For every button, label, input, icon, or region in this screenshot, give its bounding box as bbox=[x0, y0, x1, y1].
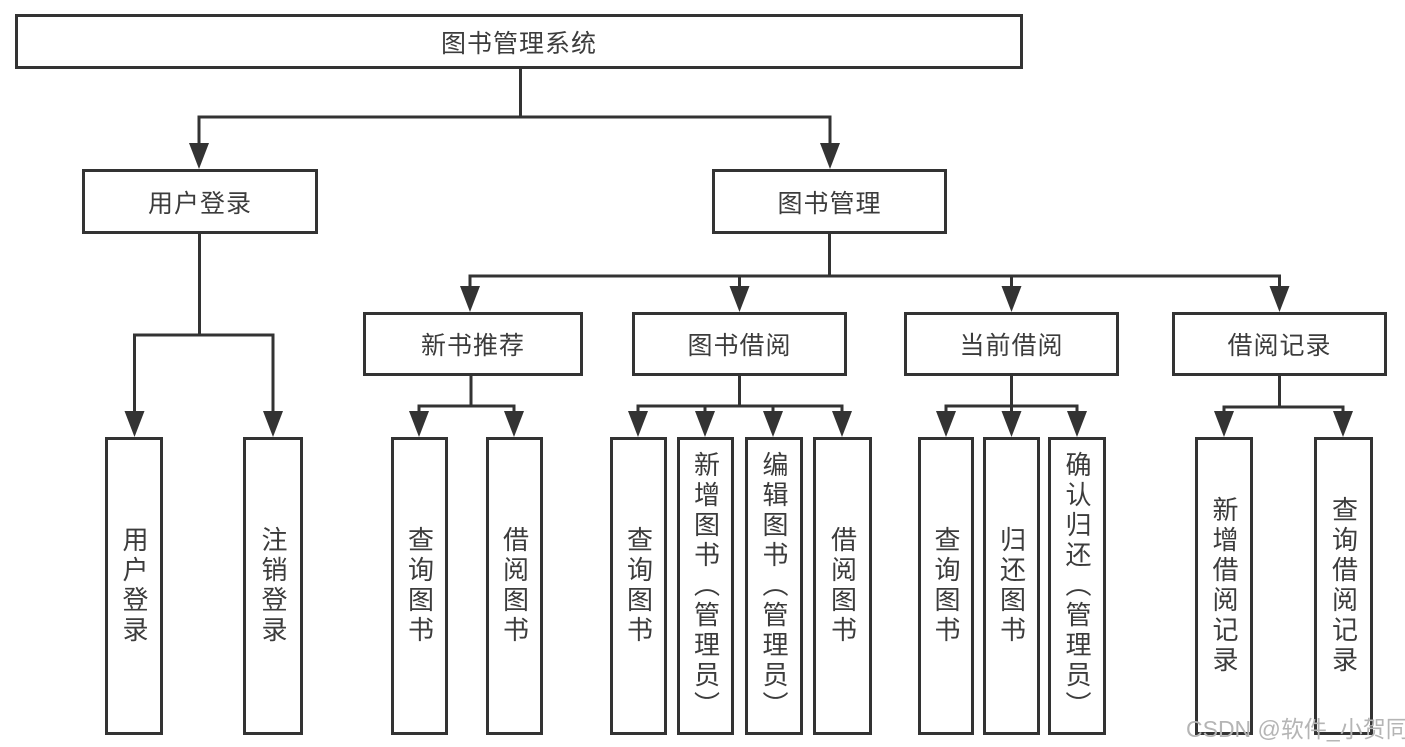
node-current-borrowing-label: 当前借阅 bbox=[959, 332, 1064, 360]
node-query-books-borrowing-label: 查询图书 bbox=[623, 526, 654, 646]
csdn-watermark: CSDN @软件_小贺同学 bbox=[1186, 716, 1405, 742]
node-add-book-admin: 新增图书（管理员） bbox=[677, 437, 734, 735]
node-edit-book-admin-label: 编辑图书（管理员） bbox=[759, 451, 789, 721]
node-book-management-label: 图书管理 bbox=[777, 189, 882, 218]
node-book-borrowing-label: 图书借阅 bbox=[687, 332, 792, 360]
node-borrow-books-borrowing: 借阅图书 bbox=[813, 437, 872, 735]
node-query-books-current-label: 查询图书 bbox=[931, 526, 961, 646]
node-new-book-recommendation: 新书推荐 bbox=[363, 312, 583, 376]
node-query-borrow-record: 查询借阅记录 bbox=[1314, 437, 1373, 735]
node-user-login-action-label: 用户登录 bbox=[119, 526, 149, 646]
node-query-books-recommend: 查询图书 bbox=[391, 437, 448, 735]
node-borrow-books-recommend-label: 借阅图书 bbox=[499, 526, 530, 646]
node-confirm-return-admin-label: 确认归还（管理员） bbox=[1062, 451, 1092, 721]
node-new-book-recommendation-label: 新书推荐 bbox=[420, 332, 525, 360]
node-return-books: 归还图书 bbox=[983, 437, 1040, 735]
node-borrow-books-borrowing-label: 借阅图书 bbox=[827, 526, 858, 646]
node-user-login: 用户登录 bbox=[82, 169, 318, 234]
node-borrow-books-recommend: 借阅图书 bbox=[486, 437, 543, 735]
node-logout-action-label: 注销登录 bbox=[258, 526, 288, 646]
node-return-books-label: 归还图书 bbox=[996, 526, 1027, 646]
node-add-borrow-record-label: 新增借阅记录 bbox=[1209, 496, 1239, 676]
node-current-borrowing: 当前借阅 bbox=[904, 312, 1119, 376]
node-borrowing-records-label: 借阅记录 bbox=[1227, 332, 1332, 360]
node-user-login-label: 用户登录 bbox=[147, 189, 252, 218]
node-logout-action: 注销登录 bbox=[243, 437, 303, 735]
node-confirm-return-admin: 确认归还（管理员） bbox=[1048, 437, 1106, 735]
node-query-books-current: 查询图书 bbox=[918, 437, 974, 735]
node-add-book-admin-label: 新增图书（管理员） bbox=[690, 451, 721, 721]
node-add-borrow-record: 新增借阅记录 bbox=[1195, 437, 1253, 735]
node-user-login-action: 用户登录 bbox=[105, 437, 163, 735]
node-borrowing-records: 借阅记录 bbox=[1172, 312, 1387, 376]
node-query-books-borrowing: 查询图书 bbox=[610, 437, 667, 735]
node-book-management: 图书管理 bbox=[712, 169, 947, 234]
node-query-borrow-record-label: 查询借阅记录 bbox=[1328, 496, 1359, 676]
node-library-management-system: 图书管理系统 bbox=[15, 14, 1023, 69]
node-library-management-system-label: 图书管理系统 bbox=[440, 29, 597, 58]
node-query-books-recommend-label: 查询图书 bbox=[404, 526, 435, 646]
node-edit-book-admin: 编辑图书（管理员） bbox=[745, 437, 803, 735]
node-book-borrowing: 图书借阅 bbox=[632, 312, 847, 376]
